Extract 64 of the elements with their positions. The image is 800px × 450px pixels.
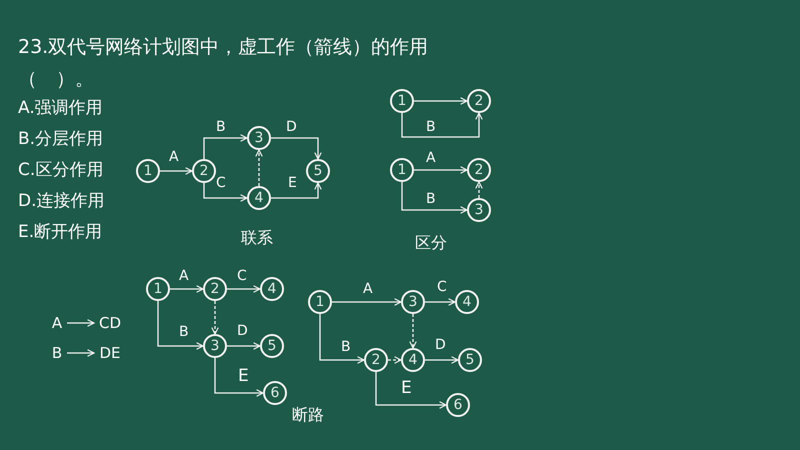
event-circle: 4 — [247, 186, 271, 210]
event-circle: 1 — [308, 290, 332, 314]
dummy-arrow — [409, 314, 417, 349]
arrow — [203, 134, 248, 159]
event-circle: 1 — [390, 89, 414, 113]
event-circle: 6 — [263, 381, 287, 405]
arrow — [414, 166, 468, 174]
event-circle: 1 — [390, 158, 414, 182]
option-text: A.强调作用 — [18, 97, 103, 119]
event-circle: 3 — [247, 126, 271, 150]
dummy-arrow — [388, 356, 402, 364]
event-circle: 5 — [306, 159, 330, 183]
event-circle: 2 — [203, 277, 227, 301]
arrow — [414, 97, 468, 105]
event-circle: 3 — [401, 290, 425, 314]
event-circle: 3 — [203, 334, 227, 358]
activity-text: CD — [96, 313, 124, 333]
event-circle: 3 — [467, 198, 491, 222]
arrow — [332, 298, 402, 306]
event-circle: 2 — [467, 89, 491, 113]
event-circle: 4 — [260, 277, 284, 301]
edge-label: E — [400, 380, 413, 396]
arrow — [170, 285, 204, 293]
event-circle: 6 — [446, 393, 470, 417]
arrow — [425, 356, 459, 364]
event-circle: 5 — [458, 348, 482, 372]
event-circle: 2 — [467, 158, 491, 182]
event-circle: 4 — [401, 348, 425, 372]
edge-label: E — [237, 368, 250, 384]
arrow — [157, 301, 204, 350]
question-text: 23.双代号网络计划图中，虚工作（箭线）的作用 — [18, 35, 428, 60]
arrow — [425, 298, 456, 306]
event-circle: 4 — [455, 290, 479, 314]
arrow — [375, 372, 447, 409]
arrow — [271, 137, 322, 160]
event-circle: 5 — [260, 334, 284, 358]
activity-text: B — [49, 343, 65, 363]
arrow — [67, 349, 95, 357]
dummy-arrow — [255, 149, 263, 186]
dummy-arrow — [475, 181, 483, 198]
dummy-arrow — [211, 301, 219, 335]
activity-text: DE — [96, 343, 124, 363]
option-text: B.分层作用 — [18, 128, 104, 150]
arrow — [271, 182, 322, 199]
event-circle: 2 — [364, 348, 388, 372]
arrow — [401, 112, 483, 138]
arrow — [203, 183, 248, 202]
arrow — [214, 358, 264, 397]
event-circle: 1 — [146, 277, 170, 301]
caption: 联系 — [241, 228, 273, 249]
caption: 断路 — [292, 405, 324, 426]
option-text: C.区分作用 — [18, 159, 104, 181]
answer-bracket: （ ）。 — [18, 67, 94, 92]
arrow — [160, 167, 193, 175]
arrow — [319, 314, 365, 364]
activity-text: A — [49, 313, 65, 333]
caption: 区分 — [415, 233, 447, 254]
arrow — [401, 182, 468, 214]
arrow — [227, 342, 261, 350]
option-text: E.断开作用 — [18, 221, 102, 243]
event-circle: 1 — [136, 159, 160, 183]
option-text: D.连接作用 — [18, 190, 104, 212]
arrow — [67, 319, 95, 327]
arrow — [227, 285, 261, 293]
